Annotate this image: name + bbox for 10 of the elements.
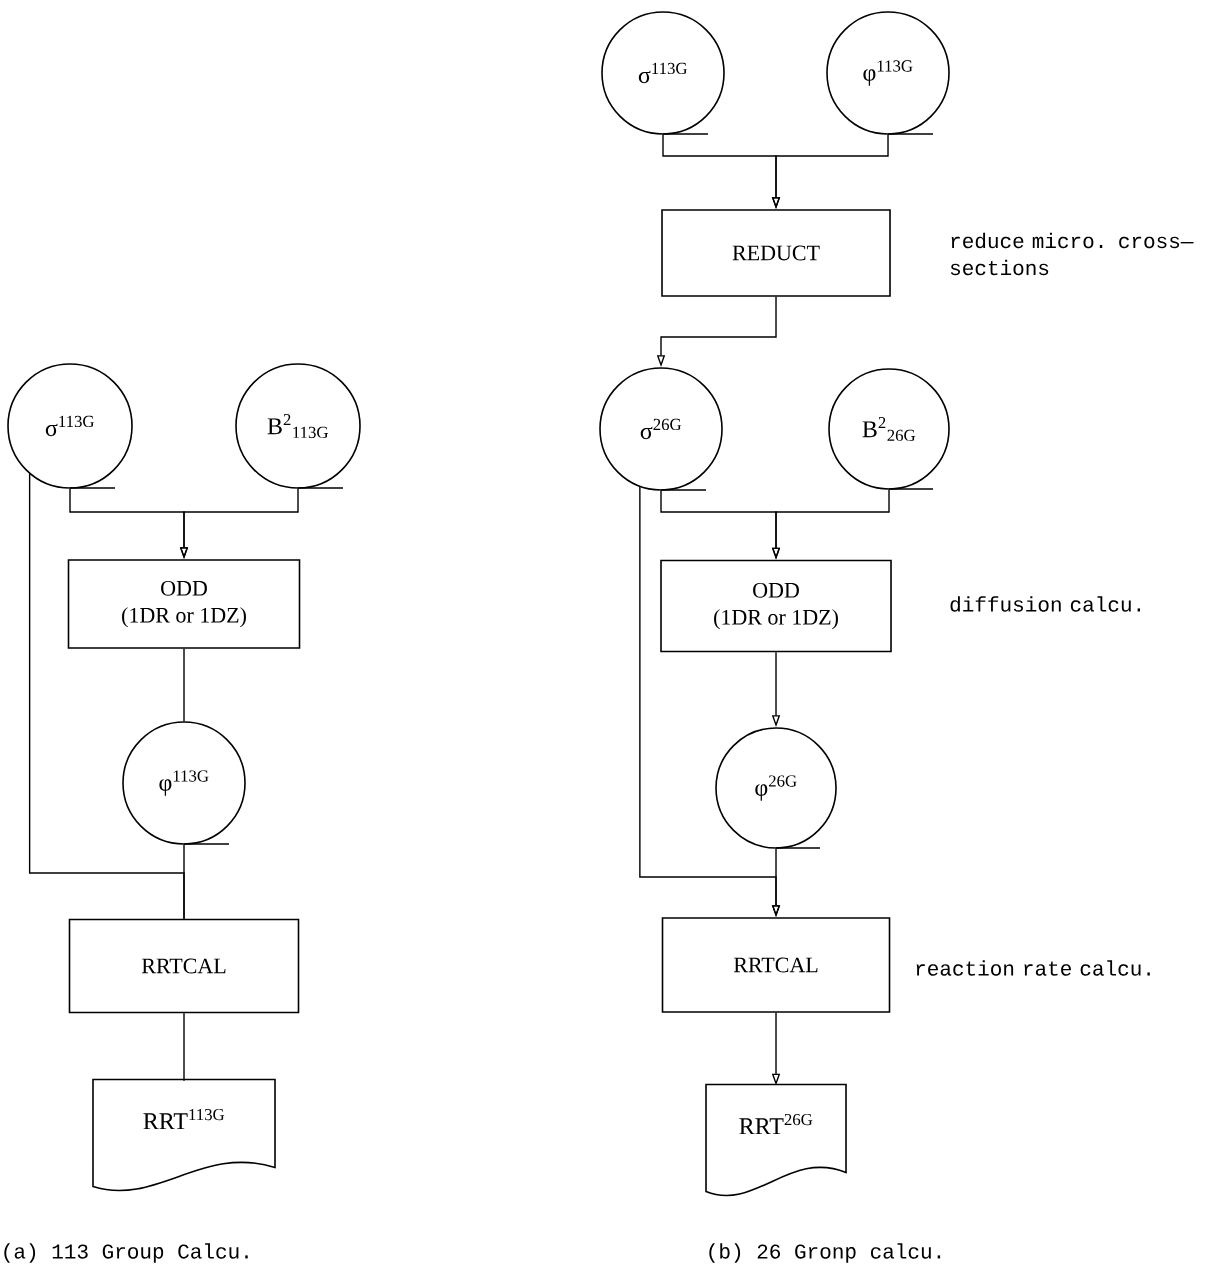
- annotation-text: reduce micro. cross—sections: [950, 232, 1194, 276]
- caption-text: (a) 113 Group Calcu.: [4, 1243, 248, 1263]
- caption-text: (b) 26 Gronp calcu.: [709, 1243, 941, 1263]
- annotation-text: reaction rate calcu.: [916, 960, 1150, 976]
- process-box: REDUCT: [661, 209, 891, 297]
- process-box: ODD (1DR or 1DZ): [67, 559, 301, 649]
- process-box: ODD (1DR or 1DZ): [660, 559, 892, 653]
- process-box: RRTCAL: [68, 918, 300, 1014]
- process-box: RRTCAL: [661, 917, 891, 1013]
- annotation-text: diffusion calcu.: [950, 596, 1141, 612]
